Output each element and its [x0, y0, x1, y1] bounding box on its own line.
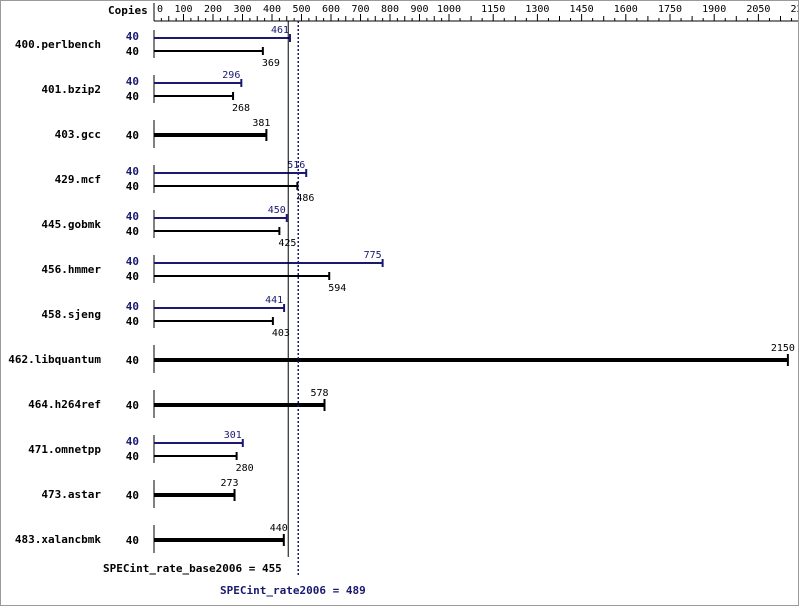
peak-value-label: 775 — [364, 250, 382, 261]
base-copies-label: 40 — [126, 180, 139, 193]
peak-copies-label: 40 — [126, 75, 139, 88]
benchmark-label: 401.bzip2 — [41, 83, 101, 96]
x-tick-label: 100 — [174, 4, 192, 15]
x-tick-label: 800 — [381, 4, 399, 15]
copies-label: 40 — [126, 399, 139, 412]
base-value-label: 594 — [328, 283, 346, 294]
bar-value-label: 578 — [310, 388, 328, 399]
base-copies-label: 40 — [126, 450, 139, 463]
x-tick-label: 1300 — [525, 4, 549, 15]
base-summary-label: SPECint_rate_base2006 = 455 — [103, 562, 282, 575]
base-copies-label: 40 — [126, 270, 139, 283]
peak-value-label: 516 — [287, 160, 305, 171]
peak-copies-label: 40 — [126, 30, 139, 43]
x-tick-label: 500 — [292, 4, 310, 15]
benchmark-label: 462.libquantum — [8, 353, 101, 366]
x-tick-label: 1150 — [481, 4, 505, 15]
benchmark-label: 471.omnetpp — [28, 443, 101, 456]
x-tick-label: 1600 — [614, 4, 638, 15]
peak-copies-label: 40 — [126, 300, 139, 313]
peak-summary-label: SPECint_rate2006 = 489 — [220, 584, 366, 597]
x-tick-label: 400 — [263, 4, 281, 15]
base-value-label: 425 — [278, 238, 296, 249]
benchmark-label: 464.h264ref — [28, 398, 101, 411]
x-tick-label: 1750 — [658, 4, 682, 15]
benchmark-label: 400.perlbench — [15, 38, 101, 51]
peak-copies-label: 40 — [126, 210, 139, 223]
x-tick-label: 900 — [410, 4, 428, 15]
bar-value-label: 273 — [221, 478, 239, 489]
x-tick-label: 2200 — [791, 4, 798, 15]
x-tick-label: 2050 — [746, 4, 770, 15]
peak-copies-label: 40 — [126, 435, 139, 448]
benchmark-label: 483.xalancbmk — [15, 533, 101, 546]
peak-value-label: 441 — [265, 295, 283, 306]
copies-header: Copies — [108, 4, 148, 17]
x-tick-label: 1000 — [437, 4, 461, 15]
base-value-label: 403 — [272, 328, 290, 339]
benchmark-label: 456.hmmer — [41, 263, 101, 276]
base-copies-label: 40 — [126, 45, 139, 58]
base-copies-label: 40 — [126, 315, 139, 328]
x-tick-label: 700 — [351, 4, 369, 15]
base-value-label: 486 — [296, 193, 314, 204]
x-tick-label: 0 — [157, 4, 163, 15]
base-copies-label: 40 — [126, 90, 139, 103]
x-tick-label: 1900 — [702, 4, 726, 15]
x-tick-label: 300 — [233, 4, 251, 15]
copies-label: 40 — [126, 489, 139, 502]
bar-value-label: 2150 — [771, 343, 795, 354]
copies-label: 40 — [126, 354, 139, 367]
peak-value-label: 296 — [222, 70, 240, 81]
benchmark-label: 473.astar — [41, 488, 101, 501]
base-copies-label: 40 — [126, 225, 139, 238]
x-tick-label: 600 — [322, 4, 340, 15]
benchmark-label: 403.gcc — [55, 128, 101, 141]
bar-value-label: 440 — [270, 523, 288, 534]
benchmark-label: 458.sjeng — [41, 308, 101, 321]
copies-label: 40 — [126, 129, 139, 142]
x-tick-label: 1450 — [570, 4, 594, 15]
copies-label: 40 — [126, 534, 139, 547]
peak-value-label: 461 — [271, 25, 289, 36]
benchmark-label: 429.mcf — [55, 173, 101, 186]
base-value-label: 280 — [236, 463, 254, 474]
peak-value-label: 301 — [224, 430, 242, 441]
base-value-label: 369 — [262, 58, 280, 69]
x-tick-label: 200 — [204, 4, 222, 15]
benchmark-label: 445.gobmk — [41, 218, 101, 231]
peak-copies-label: 40 — [126, 255, 139, 268]
bar-value-label: 381 — [252, 118, 270, 129]
peak-copies-label: 40 — [126, 165, 139, 178]
peak-value-label: 450 — [268, 205, 286, 216]
base-value-label: 268 — [232, 103, 250, 114]
